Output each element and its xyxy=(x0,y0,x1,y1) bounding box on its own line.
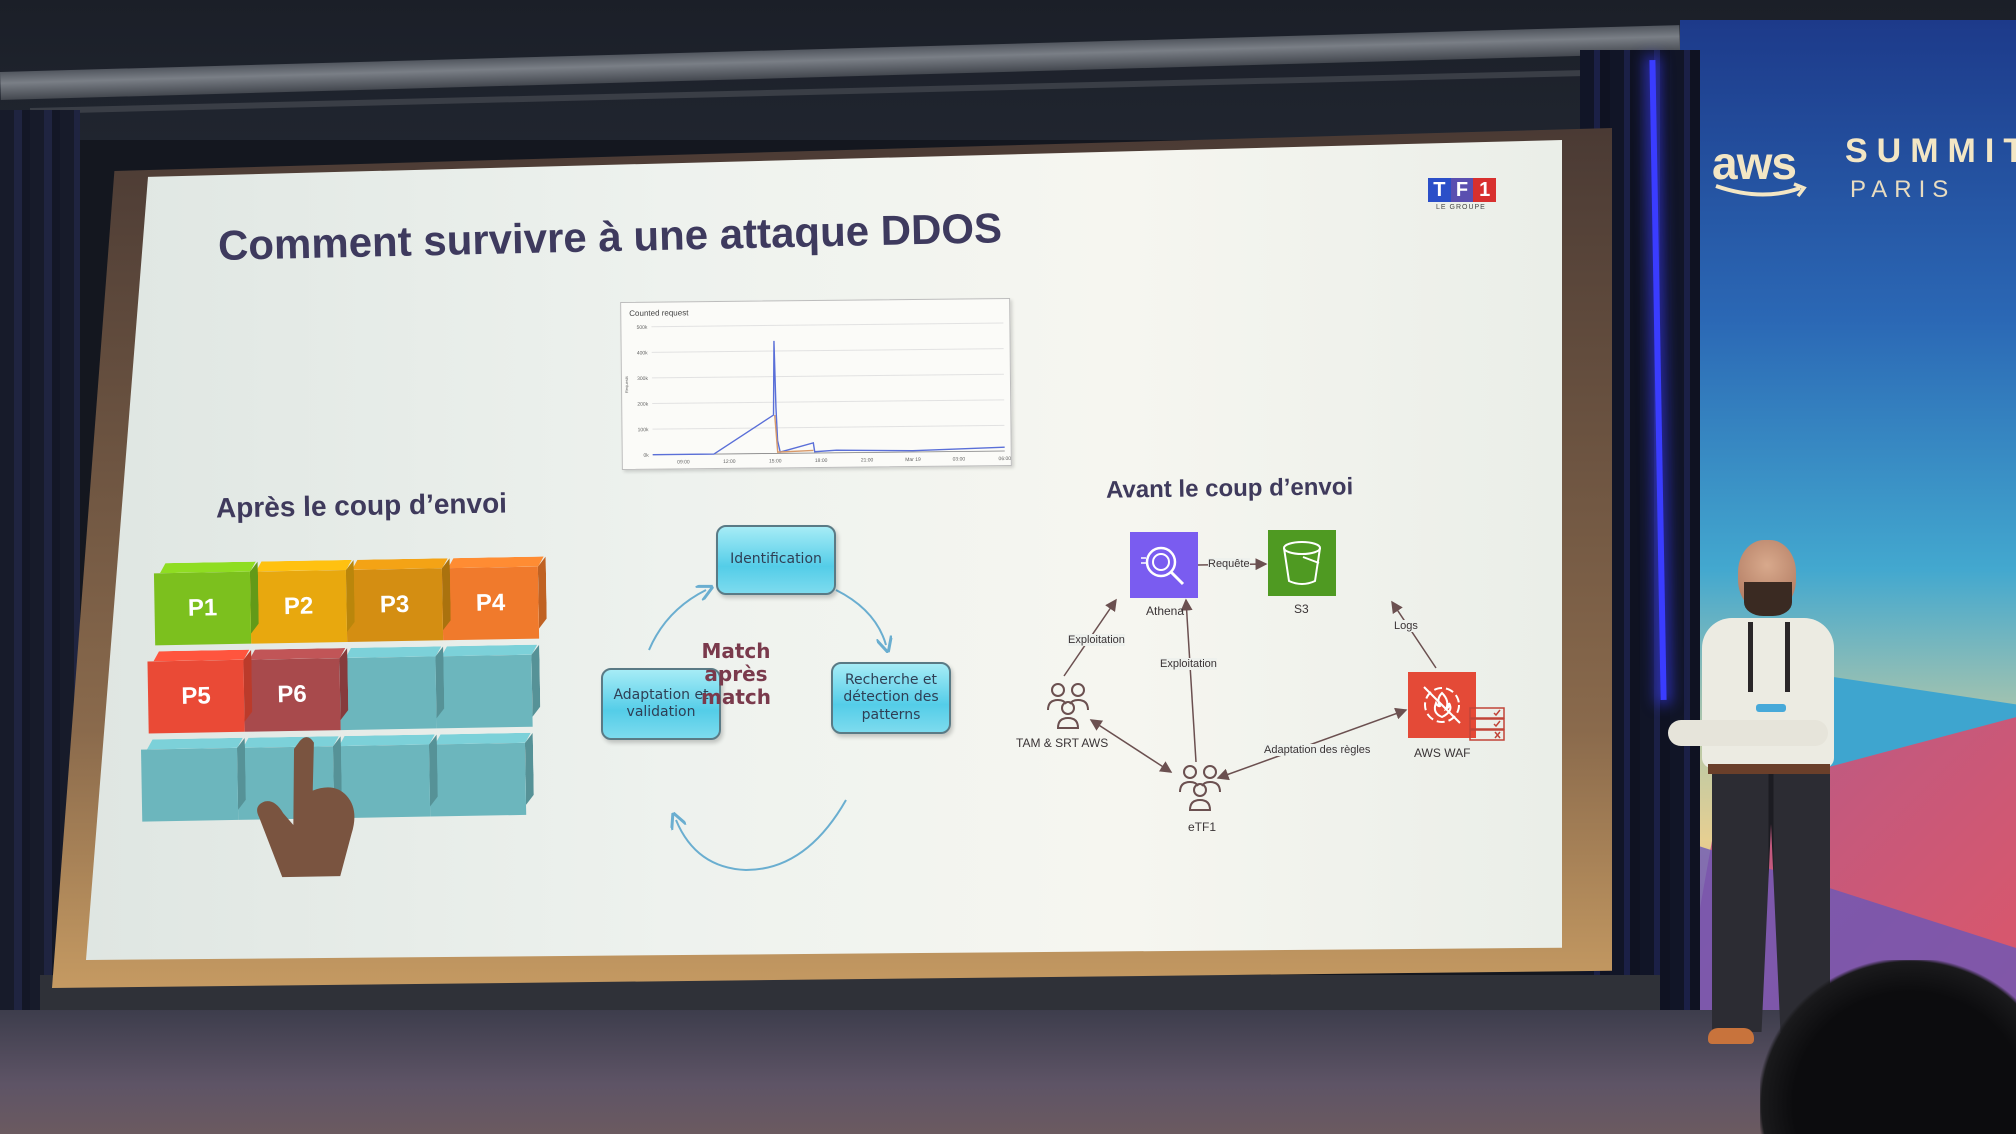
stage-floor xyxy=(0,1010,2016,1134)
svg-text:12:00: 12:00 xyxy=(723,459,736,465)
s3-bucket-icon xyxy=(1283,541,1321,585)
rules-checklist-icon xyxy=(1469,707,1505,741)
etf1-label: eTF1 xyxy=(1188,820,1217,834)
architecture-diagram: Athena S3 xyxy=(86,140,1562,960)
svg-text:500k: 500k xyxy=(637,325,648,331)
tf1-logo-subtitle: LE GROUPE xyxy=(1436,204,1486,211)
edge-label-logs: Logs xyxy=(1394,620,1418,632)
svg-text:15:00: 15:00 xyxy=(769,458,782,464)
edge-label-requete: Requête xyxy=(1208,558,1250,570)
cycle-step-pattern-detection: Recherche et détection des patterns xyxy=(831,662,951,734)
athena-icon xyxy=(1141,546,1185,586)
waf-firewall-icon xyxy=(1423,686,1461,724)
svg-text:0k: 0k xyxy=(643,453,649,459)
tam-srt-team-icon xyxy=(1047,683,1089,729)
svg-text:200k: 200k xyxy=(637,402,648,408)
athena-label: Athena xyxy=(1146,604,1185,618)
svg-text:Requests: Requests xyxy=(624,376,629,393)
svg-text:03:00: 03:00 xyxy=(953,456,966,462)
s3-label: S3 xyxy=(1294,602,1309,616)
audience-head-silhouette xyxy=(1760,960,2016,1134)
svg-text:300k: 300k xyxy=(637,376,648,382)
architecture-edges xyxy=(1063,558,1437,781)
edge-label-rule-adaptation: Adaptation des règles xyxy=(1264,744,1371,756)
cycle-center-label: Match après match xyxy=(701,639,771,709)
svg-text:21:00: 21:00 xyxy=(861,457,874,463)
cycle-step-identification: Identification xyxy=(716,525,836,595)
aws-wordmark: aws xyxy=(1712,137,1797,189)
svg-text:18:00: 18:00 xyxy=(815,458,828,464)
event-name: SUMMIT xyxy=(1845,132,2016,170)
edge-label-exploitation-etf1: Exploitation xyxy=(1160,658,1217,670)
svg-text:400k: 400k xyxy=(637,350,648,356)
hand-pointer-icon xyxy=(257,737,355,878)
waf-label: AWS WAF xyxy=(1414,746,1471,760)
svg-text:100k: 100k xyxy=(638,427,649,433)
edge-label-exploitation-tam: Exploitation xyxy=(1068,634,1125,646)
tam-srt-label: TAM & SRT AWS xyxy=(1016,736,1109,750)
cycle-step-adaptation: Adaptation et validation xyxy=(601,668,721,740)
waf-service-icon xyxy=(1408,672,1476,738)
athena-service-icon xyxy=(1130,532,1198,598)
aws-logo: aws xyxy=(1712,140,1812,200)
aws-smile-icon xyxy=(1715,182,1807,198)
svg-text:06:00: 06:00 xyxy=(999,456,1012,462)
cycle-arrows xyxy=(648,140,1562,872)
etf1-team-icon xyxy=(1179,765,1221,811)
event-city: PARIS xyxy=(1850,176,1956,203)
svg-text:09:00: 09:00 xyxy=(677,459,690,465)
s3-service-icon xyxy=(1268,530,1336,596)
svg-text:Mar 19: Mar 19 xyxy=(905,457,921,463)
